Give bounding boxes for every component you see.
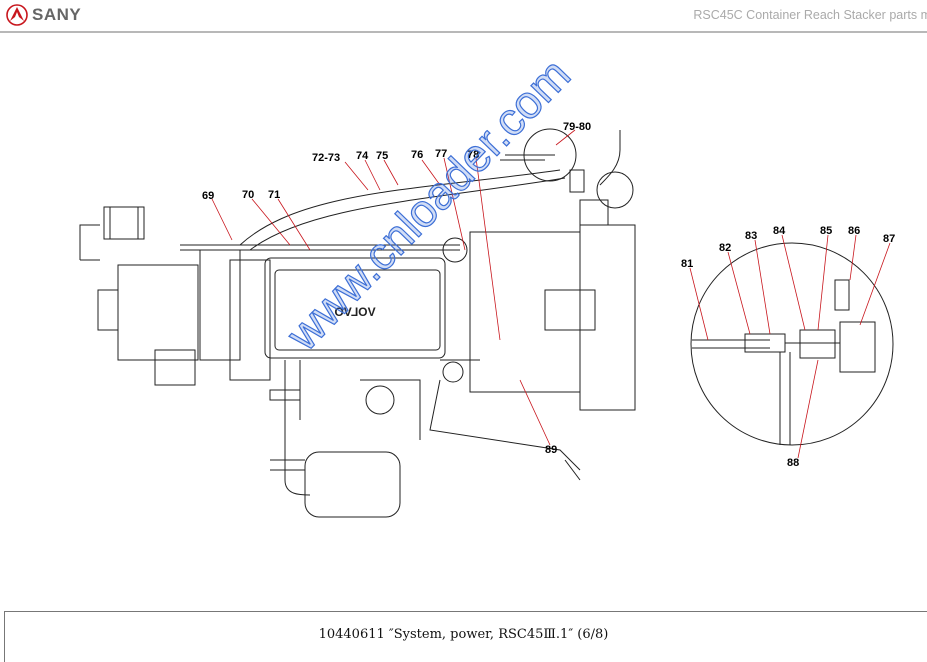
figure-caption: 10440611 ″System, power, RSC45Ⅲ.1″ (6/8) — [318, 627, 609, 642]
document-title: RSC45C Container Reach Stacker parts m — [693, 8, 927, 22]
footer-frame — [4, 611, 927, 662]
callout-label: 82 — [719, 242, 731, 254]
engine-brand-mark: VOLVO — [334, 305, 375, 319]
callout-label: 76 — [411, 149, 423, 161]
callout-label: 72-73 — [312, 152, 340, 164]
callout-label: 71 — [268, 189, 280, 201]
brand-name: SANY — [32, 5, 82, 24]
sany-logo: SANY — [6, 4, 81, 26]
callout-label: 77 — [435, 148, 447, 160]
callout-label: 70 — [242, 189, 254, 201]
callout-label: 89 — [545, 444, 557, 456]
callout-label: 86 — [848, 225, 860, 237]
callout-leaders — [211, 129, 891, 459]
sany-logo-icon — [6, 4, 28, 26]
callout-label: 74 — [356, 150, 369, 162]
callout-label: 87 — [883, 233, 895, 245]
callout-label: 88 — [787, 457, 799, 469]
detail-view — [690, 242, 894, 446]
callout-label: 75 — [376, 150, 388, 162]
callout-label: 84 — [773, 225, 786, 237]
callout-label: 83 — [745, 230, 757, 242]
header-divider — [0, 31, 927, 33]
engine-assembly: VOLVO — [79, 128, 636, 518]
callout-label: 81 — [681, 258, 693, 270]
callout-label: 85 — [820, 225, 832, 237]
callout-label: 69 — [202, 190, 214, 202]
callout-labels: 72-73 74 75 76 77 78 79-80 69 70 71 81 8… — [202, 121, 895, 469]
callout-label: 79-80 — [563, 121, 591, 133]
callout-label: 78 — [467, 149, 479, 161]
